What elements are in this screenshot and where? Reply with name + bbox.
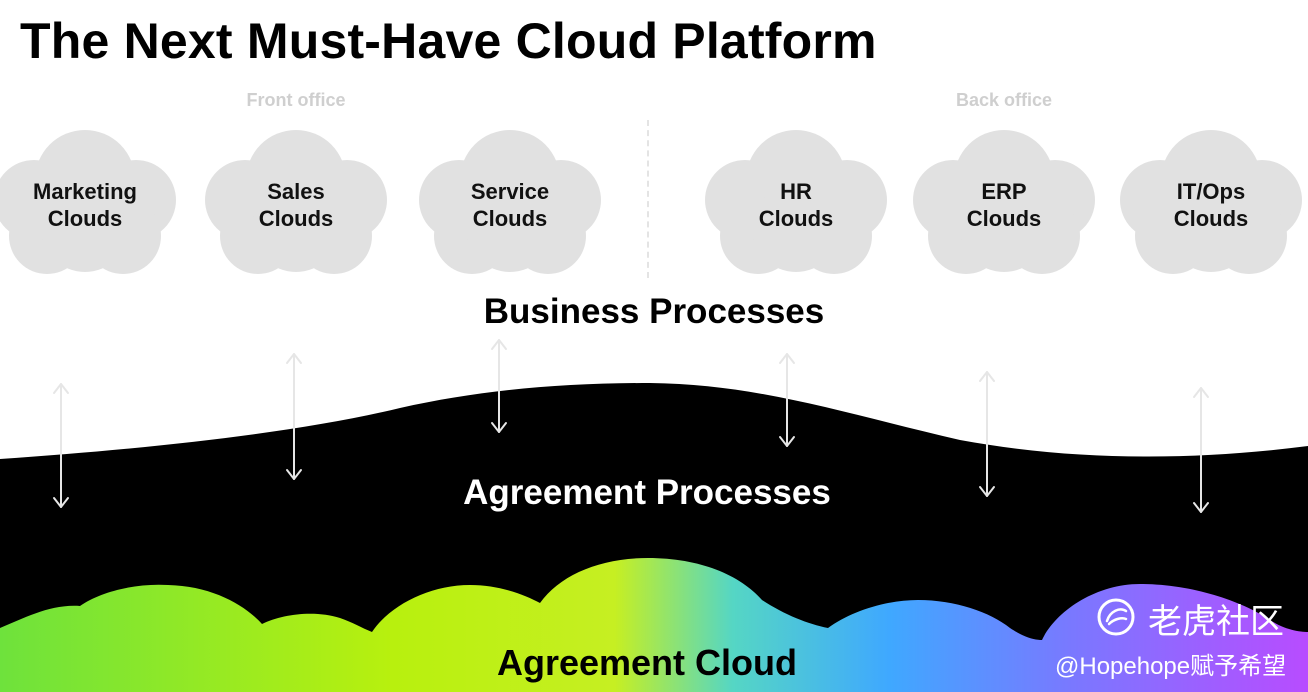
tiger-community-logo-icon [1097, 598, 1135, 636]
cloud-shape-icon [0, 130, 176, 274]
watermark-community-name: 老虎社区 [1148, 603, 1284, 641]
double-arrow-icon [779, 353, 795, 447]
itops-clouds-label: IT/Ops Clouds [1173, 179, 1249, 231]
hr-clouds-label: HR Clouds [758, 179, 834, 231]
double-arrow-icon [286, 353, 302, 480]
service-clouds-node: Service Clouds [417, 128, 603, 278]
sales-clouds-label: Sales Clouds [258, 179, 334, 231]
business-processes-label: Business Processes [483, 292, 825, 331]
marketing-clouds-label: Marketing Clouds [33, 179, 137, 231]
page-title: The Next Must-Have Cloud Platform [20, 13, 877, 69]
marketing-clouds-node: Marketing Clouds [0, 128, 178, 278]
agreement-cloud-label: Agreement Cloud [496, 642, 798, 683]
agreement-processes-label: Agreement Processes [463, 473, 831, 512]
watermark-user-handle: @Hopehope赋予希望 [1055, 653, 1287, 680]
front-office-label: Front office [246, 90, 346, 110]
double-arrow-icon [53, 383, 69, 508]
cloud-shape-icon [1120, 130, 1302, 274]
hr-clouds-node: HR Clouds [703, 128, 889, 278]
erp-clouds-node: ERP Clouds [911, 128, 1097, 278]
itops-clouds-node: IT/Ops Clouds [1118, 128, 1304, 278]
office-divider [647, 120, 649, 278]
cloud-shape-icon [419, 130, 601, 274]
service-clouds-label: Service Clouds [470, 179, 550, 231]
double-arrow-icon [979, 371, 995, 497]
back-office-label: Back office [955, 90, 1053, 110]
erp-clouds-label: ERP Clouds [966, 179, 1042, 231]
double-arrow-icon [491, 339, 507, 433]
cloud-shape-icon [913, 130, 1095, 274]
cloud-shape-icon [705, 130, 887, 274]
double-arrow-icon [1193, 387, 1209, 513]
cloud-shape-icon [205, 130, 387, 274]
sales-clouds-node: Sales Clouds [203, 128, 389, 278]
